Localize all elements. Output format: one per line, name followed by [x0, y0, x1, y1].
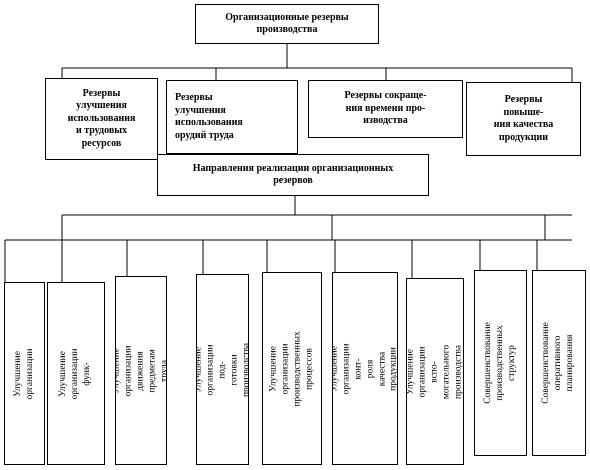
leaf-label: Улучшение организации конт- роля качеств…	[332, 342, 398, 394]
root-node: Организационные резервы производства	[195, 4, 379, 44]
leaf-node-8: Совершенствование производственных струк…	[474, 270, 527, 456]
leaf-label: Улучшение организации	[12, 347, 35, 399]
reserve-label: Резервы сокраще- ния времени про- изводс…	[344, 90, 427, 127]
reserve-node-time: Резервы сокраще- ния времени про- изводс…	[308, 80, 463, 138]
leaf-node-3: Улучшение организации движения предметам…	[115, 276, 167, 465]
leaf-label: Улучшение организации вспо- могательного…	[406, 344, 463, 399]
leaf-label: Улучшение организации производственных п…	[268, 330, 314, 407]
reserve-label: Резервы повыше- ния качества продукции	[493, 94, 554, 143]
leaf-label: Улучшение организации под- готовки произ…	[196, 342, 249, 397]
directions-node: Направления реализации организационных р…	[157, 154, 429, 196]
leaf-node-7: Улучшение организации вспо- могательного…	[406, 278, 464, 465]
reserve-node-labor: Резервы улучшения использования и трудов…	[45, 78, 158, 160]
reserve-node-quality: Резервы повыше- ния качества продукции	[466, 82, 581, 156]
reserve-label: Резервы улучшения использования и трудов…	[67, 87, 136, 149]
leaf-node-6: Улучшение организации конт- роля качеств…	[332, 272, 398, 465]
leaf-node-1: Улучшение организации	[4, 282, 45, 465]
leaf-node-2: Улучшение организации функ-	[47, 282, 105, 465]
leaf-node-5: Улучшение организации производственных п…	[262, 272, 322, 465]
leaf-label: Улучшение организации функ-	[58, 347, 92, 399]
root-label: Организационные резервы производства	[225, 11, 349, 36]
reserve-label: Резервы улучшения использования орудий т…	[175, 92, 243, 141]
leaf-label: Совершенствование оперативного планирова…	[541, 322, 575, 404]
leaf-label: Совершенствование производственных струк…	[482, 322, 517, 404]
leaf-node-4: Улучшение организации под- готовки произ…	[196, 274, 249, 465]
leaf-node-9: Совершенствование оперативного планирова…	[532, 270, 586, 456]
directions-label: Направления реализации организационных р…	[192, 162, 394, 187]
leaf-label: Улучшение организации движения предметам…	[115, 344, 167, 396]
reserve-node-tools: Резервы улучшения использования орудий т…	[166, 80, 298, 154]
